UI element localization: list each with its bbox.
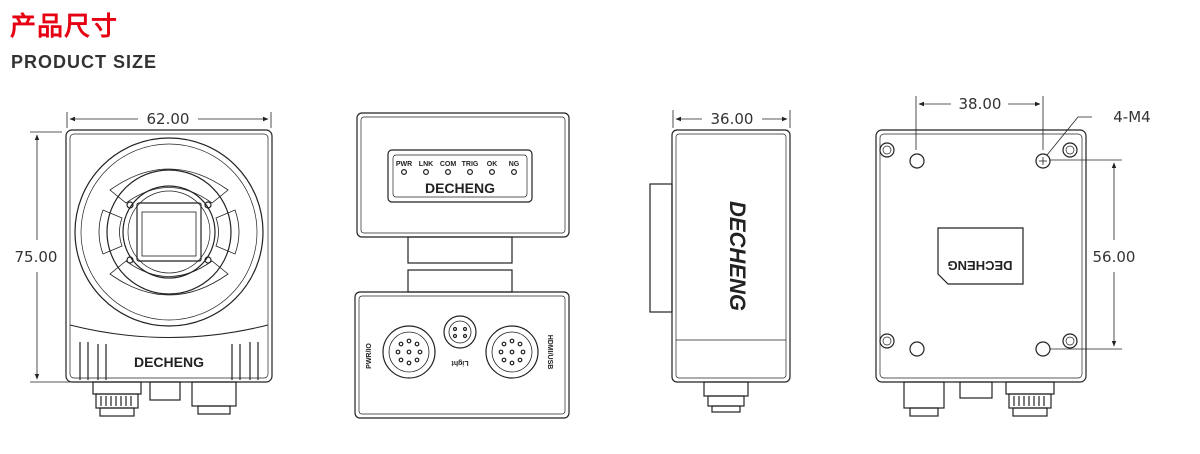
front-view xyxy=(30,112,273,417)
side-view xyxy=(649,110,791,413)
indicator-pwr: PWR xyxy=(396,161,412,168)
side-depth-dimension: 36.00 xyxy=(711,110,754,128)
indicator-lnk: LNK xyxy=(419,161,433,168)
port-hdmi-usb-label: HDMI/USB xyxy=(546,335,553,370)
indicator-trig: TRIG xyxy=(462,161,479,168)
indicator-ng: NG xyxy=(509,161,520,168)
side-brand-label: DECHENG xyxy=(725,201,750,311)
front-height-dimension: 75.00 xyxy=(15,248,58,266)
back-view xyxy=(875,96,1122,417)
top-brand-label: DECHENG xyxy=(425,180,495,196)
back-screw-spec: 4-M4 xyxy=(1113,108,1150,126)
section-title-en: PRODUCT SIZE xyxy=(11,52,158,72)
bottom-view xyxy=(354,269,570,419)
back-spacing-y-dimension: 56.00 xyxy=(1093,248,1136,266)
indicator-com: COM xyxy=(440,161,457,168)
port-light-label: Light xyxy=(451,359,469,366)
indicator-ok: OK xyxy=(487,161,498,168)
front-width-dimension: 62.00 xyxy=(147,110,190,128)
port-pwr-io-label: PWR/IO xyxy=(366,343,373,369)
front-brand-label: DECHENG xyxy=(134,354,204,370)
back-brand-label: DECHENG xyxy=(947,258,1012,273)
section-title-cn: 产品尺寸 xyxy=(10,12,119,42)
top-view xyxy=(356,112,570,264)
back-spacing-x-dimension: 38.00 xyxy=(959,95,1002,113)
